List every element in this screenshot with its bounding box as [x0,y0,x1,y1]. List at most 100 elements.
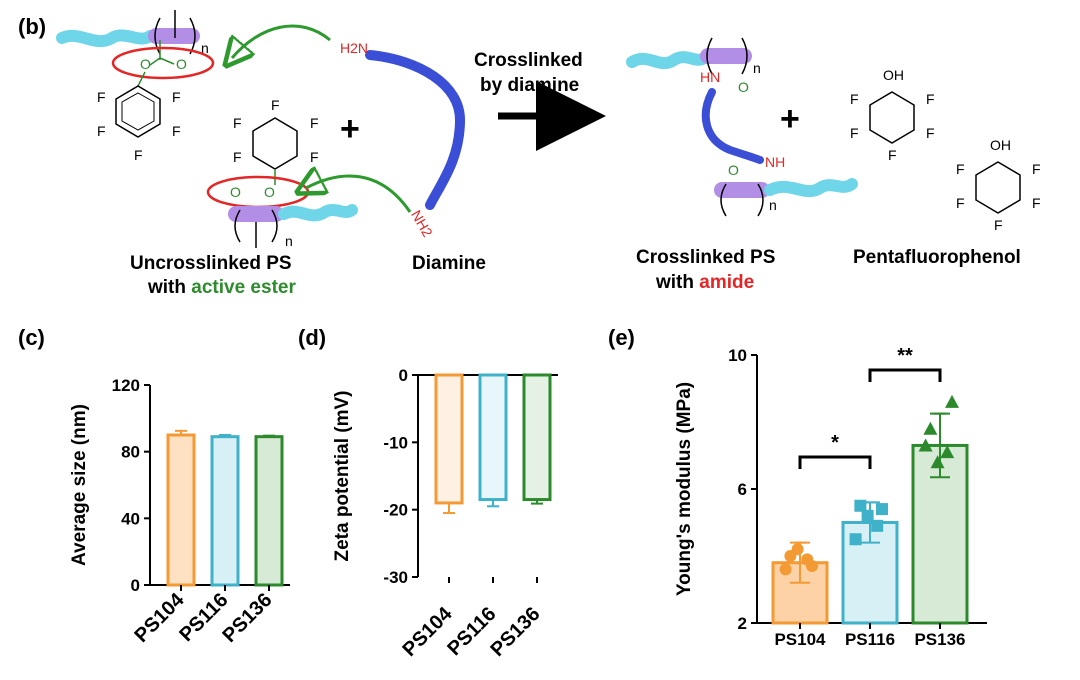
plus-sign: + [340,110,360,148]
bar-PS104 [434,373,464,505]
significance-bracket [798,455,872,469]
benzene-ring [975,161,1021,214]
ester-O: O [140,56,151,72]
right-caption-prefix: with [655,272,699,293]
polymer-chain [56,29,156,48]
left-caption-prefix: with [147,277,191,298]
y-tick-label: 120 [112,376,140,395]
ring-F: F [850,125,859,141]
polymer-chain [278,204,358,222]
diamine-chain [365,50,466,210]
phenol-OH: OH [883,67,904,83]
amine-group-bottom: NH2 [408,207,436,239]
panel-c-label: (c) [18,325,45,350]
y-axis-label: Zeta potential (mV) [332,390,353,561]
byproduct-label: Pentafluorophenol [853,247,1021,268]
right-caption-line1: Crosslinked PS [636,247,775,268]
ring-F: F [926,91,935,107]
ester-bond [159,57,175,65]
subscript-n: n [769,197,777,213]
bracket-left [706,37,713,75]
panel-d-label: (d) [298,325,326,350]
ring-F: F [888,147,897,163]
subscript-n: n [753,60,761,76]
panel-b-label: (b) [18,14,46,39]
data-point [801,553,814,566]
plus-sign: + [780,100,800,138]
green-arrow [232,24,331,58]
y-axis-label: Young's modulus (MPa) [674,382,695,596]
ring-F: F [233,115,242,131]
data-point [876,503,888,516]
subscript-n: n [285,233,293,249]
y-tick-label: 2 [738,614,747,633]
ring-F: F [956,195,965,211]
ester-O: O [176,56,187,72]
arrow-label-line1: Crosslinked [474,50,583,71]
arrow-label-line2: by diamine [480,75,579,96]
benzene-ring [115,85,161,138]
data-point [923,421,938,435]
bar-PS116 [210,435,240,587]
y-tick-label: 0 [399,366,408,385]
polymer-backbone [228,206,284,222]
bracket-left [154,17,161,55]
y-tick-label: 6 [738,480,747,499]
bar-PS116 [478,373,508,502]
significance-label: * [831,432,839,454]
data-point [791,543,804,556]
data-point [779,563,792,576]
diamine-linker [701,88,764,164]
y-tick-label: 10 [728,346,747,365]
ring-F: F [926,125,935,141]
ring-F: F [310,149,319,165]
subscript-n: n [201,40,209,56]
polymer-backbone [714,182,770,198]
significance-bracket [868,368,942,382]
ring-F: F [956,161,965,177]
active-ester-circle-top [111,46,215,80]
x-tick-label: PS104 [774,630,826,649]
polymer-backbone [148,28,200,44]
ring-F: F [97,123,106,139]
data-point [918,438,933,452]
ring-F: F [97,89,106,105]
data-point [930,455,945,469]
y-tick-label: 40 [121,509,140,528]
amide-NH: NH [765,154,785,170]
y-tick-label: 0 [131,576,140,595]
y-tick-label: -10 [383,433,408,452]
data-point [871,519,884,532]
ring-F: F [1032,195,1041,211]
amide-O: O [738,79,749,95]
x-tick-label: PS116 [845,630,895,649]
data-point [861,509,874,522]
data-point [849,533,862,546]
bar-PS104 [166,433,196,587]
y-tick-label: 80 [121,443,140,462]
ring-F: F [172,89,181,105]
data-point [854,499,867,512]
x-tick-label: PS136 [914,630,965,649]
benzene-ring [869,91,915,144]
bracket-left [234,209,241,243]
ring-F: F [134,147,143,163]
ester-O: O [264,184,275,200]
ester-O: O [230,184,241,200]
bracket-left [720,183,727,217]
polymer-backbone [700,48,752,64]
x-tick-label: PS104 [399,602,458,661]
y-tick-label: -20 [383,501,408,520]
ester-bond [137,71,146,87]
ring-F: F [850,91,859,107]
phenol-OH: OH [990,137,1011,153]
ring-F: F [271,97,280,113]
right-caption-line2: with amide [655,272,754,293]
left-caption-highlight: active ester [191,277,296,298]
active-ester-circle-bottom [206,175,310,209]
ring-F: F [310,115,319,131]
benzene-ring-inner [121,92,155,131]
